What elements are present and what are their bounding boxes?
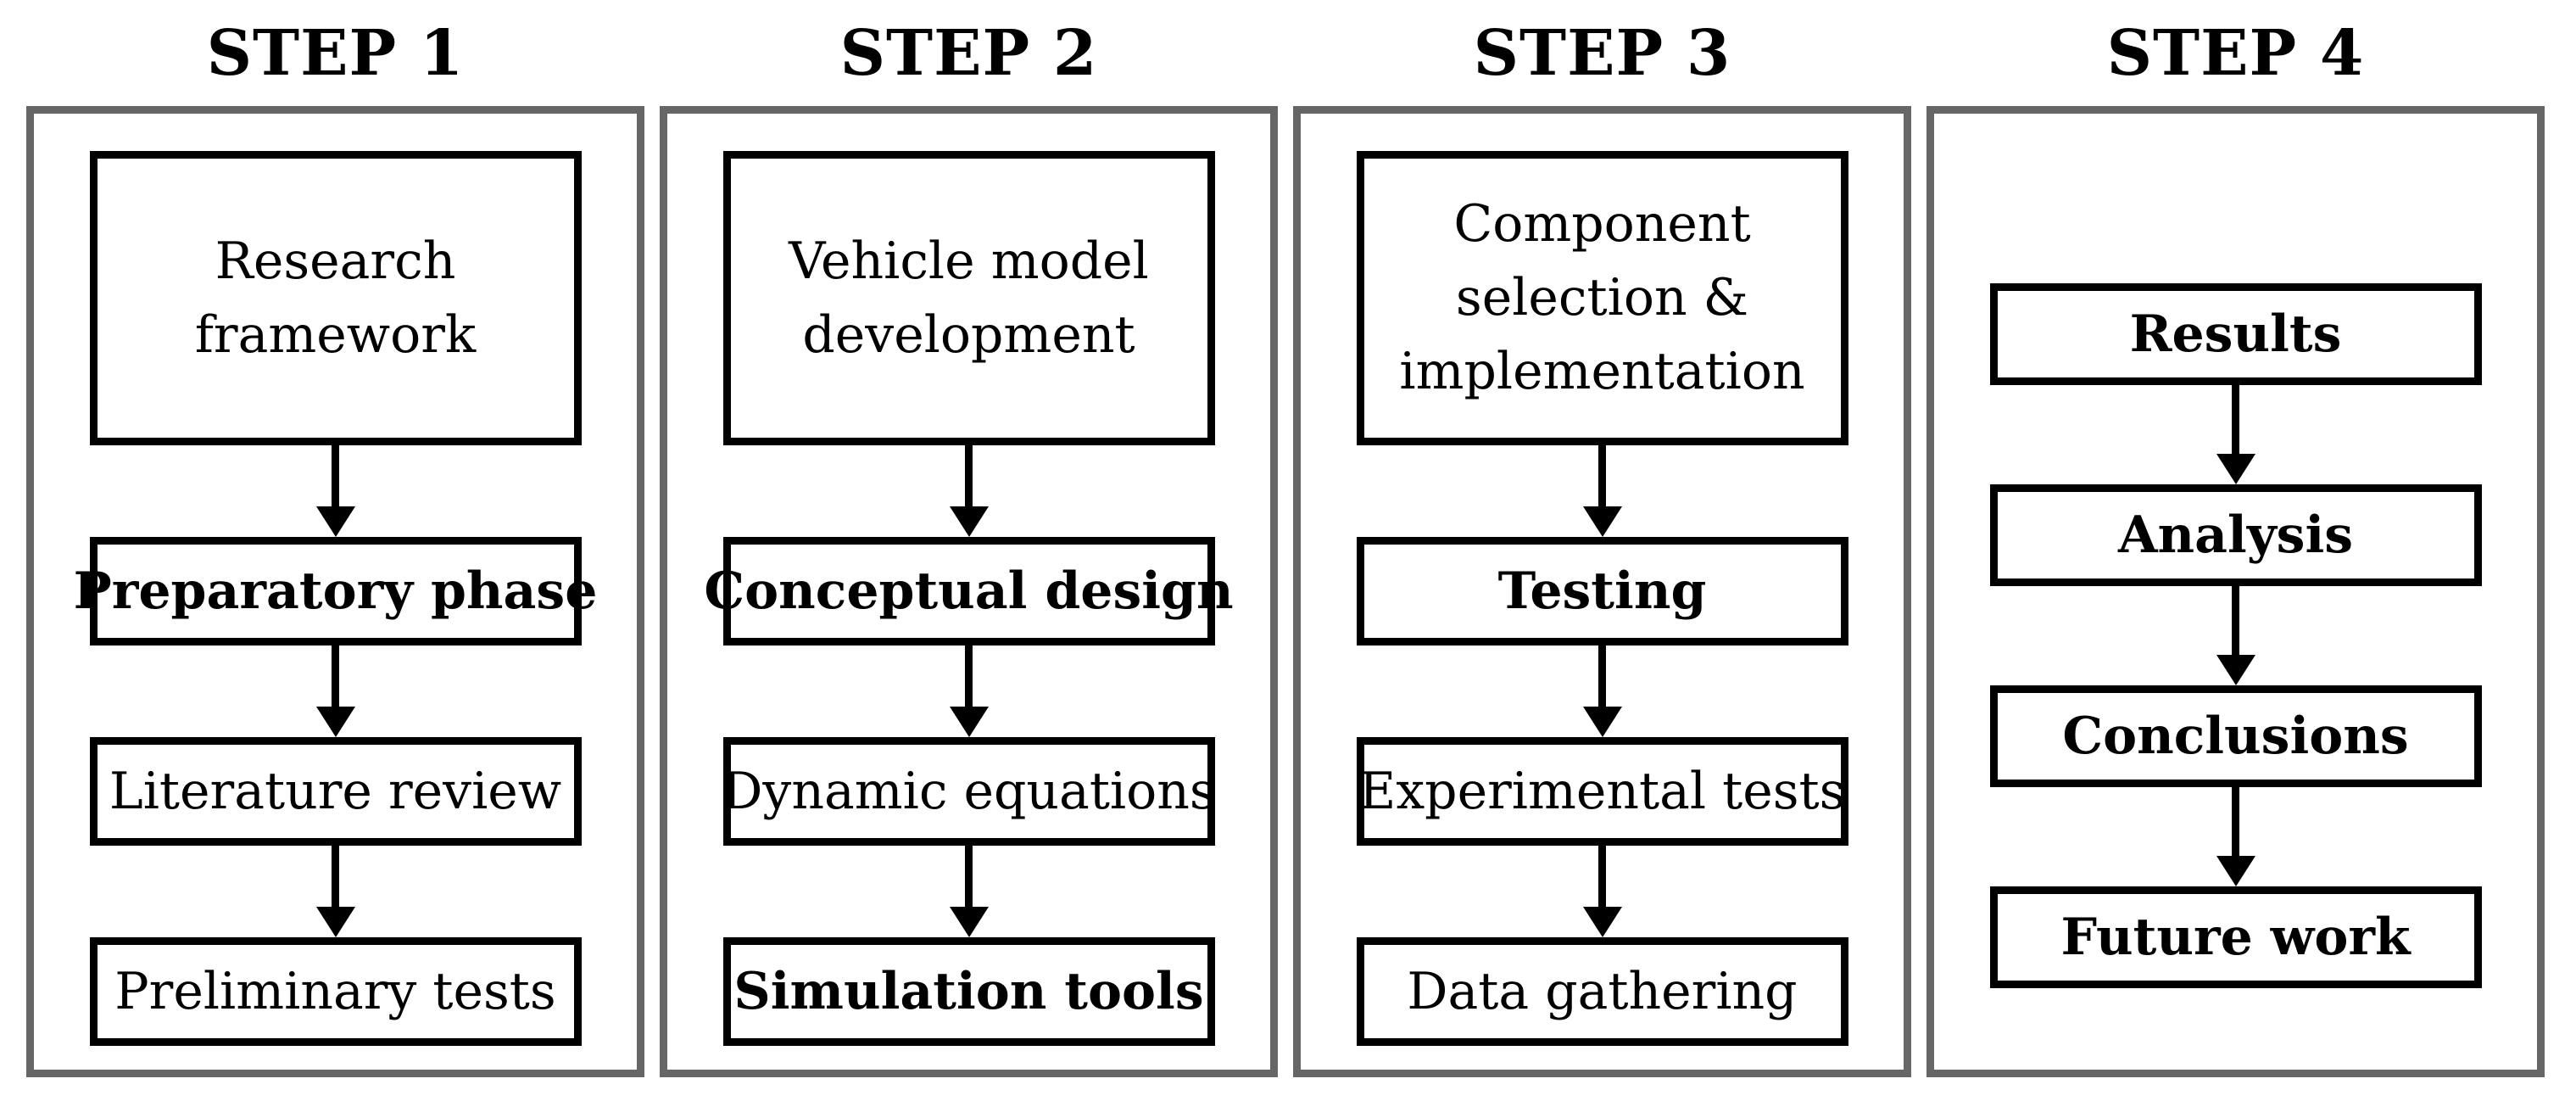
step-2-container: Vehicle model development Conceptual des… <box>660 106 1278 1077</box>
flow-box-conclusions: Conclusions <box>1989 685 2482 787</box>
flow-box-experimental-tests: Experimental tests <box>1356 737 1848 846</box>
flow-box-literature-review: Literature review <box>89 737 582 846</box>
down-arrow-icon <box>1582 846 1622 937</box>
flow-box-component-selection-implementation: Component selection & implementation <box>1356 151 1848 445</box>
flow-box-conceptual-design: Conceptual design <box>704 537 1234 646</box>
flow-box-vehicle-model-development: Vehicle model development <box>722 151 1215 445</box>
step-3-title: STEP 3 <box>1473 16 1731 90</box>
down-arrow-icon <box>1582 646 1622 737</box>
flow-box-simulation-tools: Simulation tools <box>722 937 1215 1046</box>
flow-box-data-gathering: Data gathering <box>1356 937 1848 1046</box>
flow-box-dynamic-equations: Dynamic equations <box>722 737 1216 846</box>
flow-box-preliminary-tests: Preliminary tests <box>89 937 582 1046</box>
step-3-column: STEP 3 Component selection & implementat… <box>1293 0 1911 1077</box>
down-arrow-icon <box>315 846 355 937</box>
step-1-column: STEP 1 Research framework Preparatory ph… <box>26 0 644 1077</box>
down-arrow-icon <box>949 646 989 737</box>
down-arrow-icon <box>315 445 355 537</box>
flow-box-research-framework: Research framework <box>89 151 582 445</box>
step-4-column: STEP 4 Results Analysis Conclusions Futu… <box>1926 0 2545 1077</box>
down-arrow-icon <box>2216 385 2255 484</box>
down-arrow-icon <box>2216 787 2255 886</box>
down-arrow-icon <box>949 846 989 937</box>
down-arrow-icon <box>315 646 355 737</box>
flow-box-preparatory-phase: Preparatory phase <box>74 537 597 646</box>
research-methodology-flowchart: STEP 1 Research framework Preparatory ph… <box>26 0 2545 1077</box>
down-arrow-icon <box>1582 445 1622 537</box>
step-2-column: STEP 2 Vehicle model development Concept… <box>660 0 1278 1077</box>
flow-box-testing: Testing <box>1356 537 1848 646</box>
down-arrow-icon <box>949 445 989 537</box>
step-4-container: Results Analysis Conclusions Future work <box>1926 106 2545 1077</box>
step-1-title: STEP 1 <box>206 16 465 90</box>
step-2-title: STEP 2 <box>839 16 1098 90</box>
flow-box-future-work: Future work <box>1989 886 2482 988</box>
flow-box-results: Results <box>1989 283 2482 385</box>
step-4-title: STEP 4 <box>2106 16 2365 90</box>
step-3-container: Component selection & implementation Tes… <box>1293 106 1911 1077</box>
flow-box-analysis: Analysis <box>1989 484 2482 586</box>
step-1-container: Research framework Preparatory phase Lit… <box>26 106 644 1077</box>
down-arrow-icon <box>2216 586 2255 685</box>
